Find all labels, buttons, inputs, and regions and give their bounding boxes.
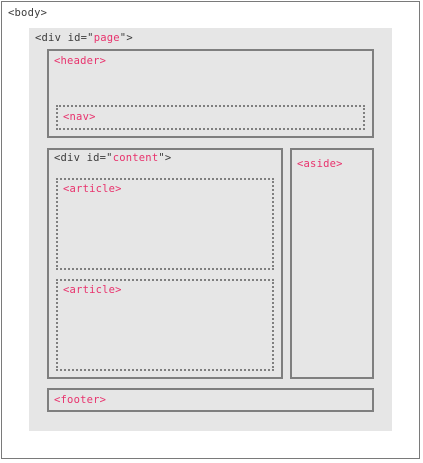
footer-box bbox=[47, 388, 374, 412]
page-id-value: page bbox=[93, 32, 120, 44]
article-label-1: <article> bbox=[63, 183, 122, 195]
nav-box bbox=[56, 105, 365, 130]
nav-label: <nav> bbox=[63, 111, 96, 123]
page-label-open: <div id=" bbox=[35, 32, 94, 44]
header-label: <header> bbox=[54, 55, 107, 67]
article-box-2 bbox=[56, 279, 274, 371]
article-box-1 bbox=[56, 178, 274, 270]
page-label-close: "> bbox=[119, 32, 133, 44]
content-id-value: content bbox=[112, 152, 159, 164]
aside-label: <aside> bbox=[297, 158, 343, 170]
content-box bbox=[47, 148, 283, 379]
content-label-open: <div id=" bbox=[54, 152, 113, 164]
page-box bbox=[29, 28, 392, 431]
body-label: <body> bbox=[8, 7, 48, 19]
footer-label: <footer> bbox=[54, 394, 107, 406]
page-label: <div id="page"> bbox=[35, 33, 133, 44]
content-label: <div id="content"> bbox=[54, 153, 171, 164]
header-box bbox=[47, 49, 374, 138]
aside-box bbox=[290, 148, 374, 379]
content-label-close: "> bbox=[158, 152, 172, 164]
article-label-2: <article> bbox=[63, 284, 122, 296]
